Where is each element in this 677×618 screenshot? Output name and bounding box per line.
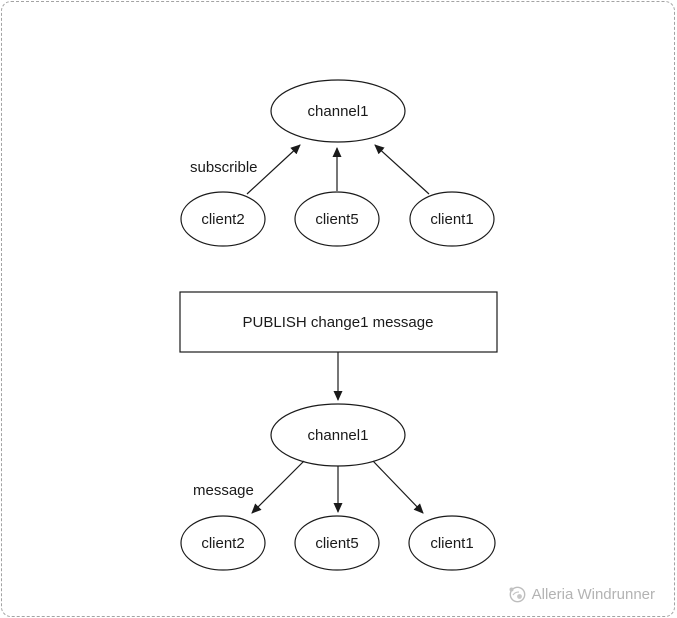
watermark: Alleria Windrunner [507,584,655,604]
bottom-client2-label: client2 [201,535,244,552]
top-client2-ellipse [180,191,266,247]
watermark-author: Alleria Windrunner [531,585,655,603]
bottom-client5-label: client5 [315,535,358,552]
bottom-client2-ellipse [180,515,266,571]
arrow-channel-to-client1 [372,460,424,514]
top-client2-label: client2 [201,211,244,228]
panda-logo-icon [509,586,526,603]
bottom-client1-label: client1 [430,535,473,552]
bottom-client1-ellipse [408,515,496,571]
subscribe-edge-label: subscrible [190,159,258,176]
top-client5-label: client5 [315,211,358,228]
arrow-client2-to-channel [246,144,301,195]
top-channel-label: channel1 [308,103,369,120]
publish-box-label: PUBLISH change1 message [243,314,434,331]
top-client5-ellipse [294,191,380,247]
bottom-client5-ellipse [294,515,380,571]
publish-box [179,291,498,353]
top-client1-label: client1 [430,211,473,228]
bottom-channel-label: channel1 [308,427,369,444]
message-edge-label: message [193,482,254,499]
arrow-channel-to-client2 [251,460,305,514]
top-channel-ellipse [270,79,406,143]
arrow-client1-to-channel [374,144,430,195]
top-client1-ellipse [409,191,495,247]
